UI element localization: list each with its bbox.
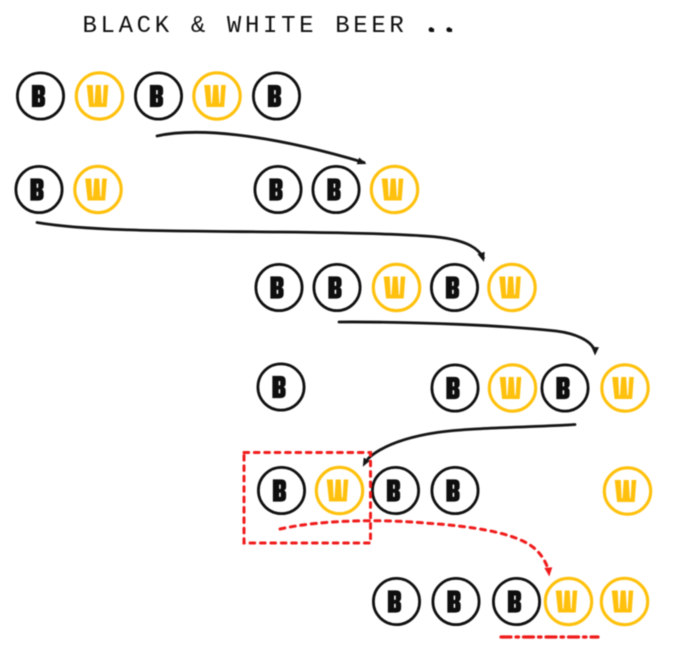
svg-text:BLACK & WHITE BEER ..: BLACK & WHITE BEER ..	[83, 13, 462, 40]
